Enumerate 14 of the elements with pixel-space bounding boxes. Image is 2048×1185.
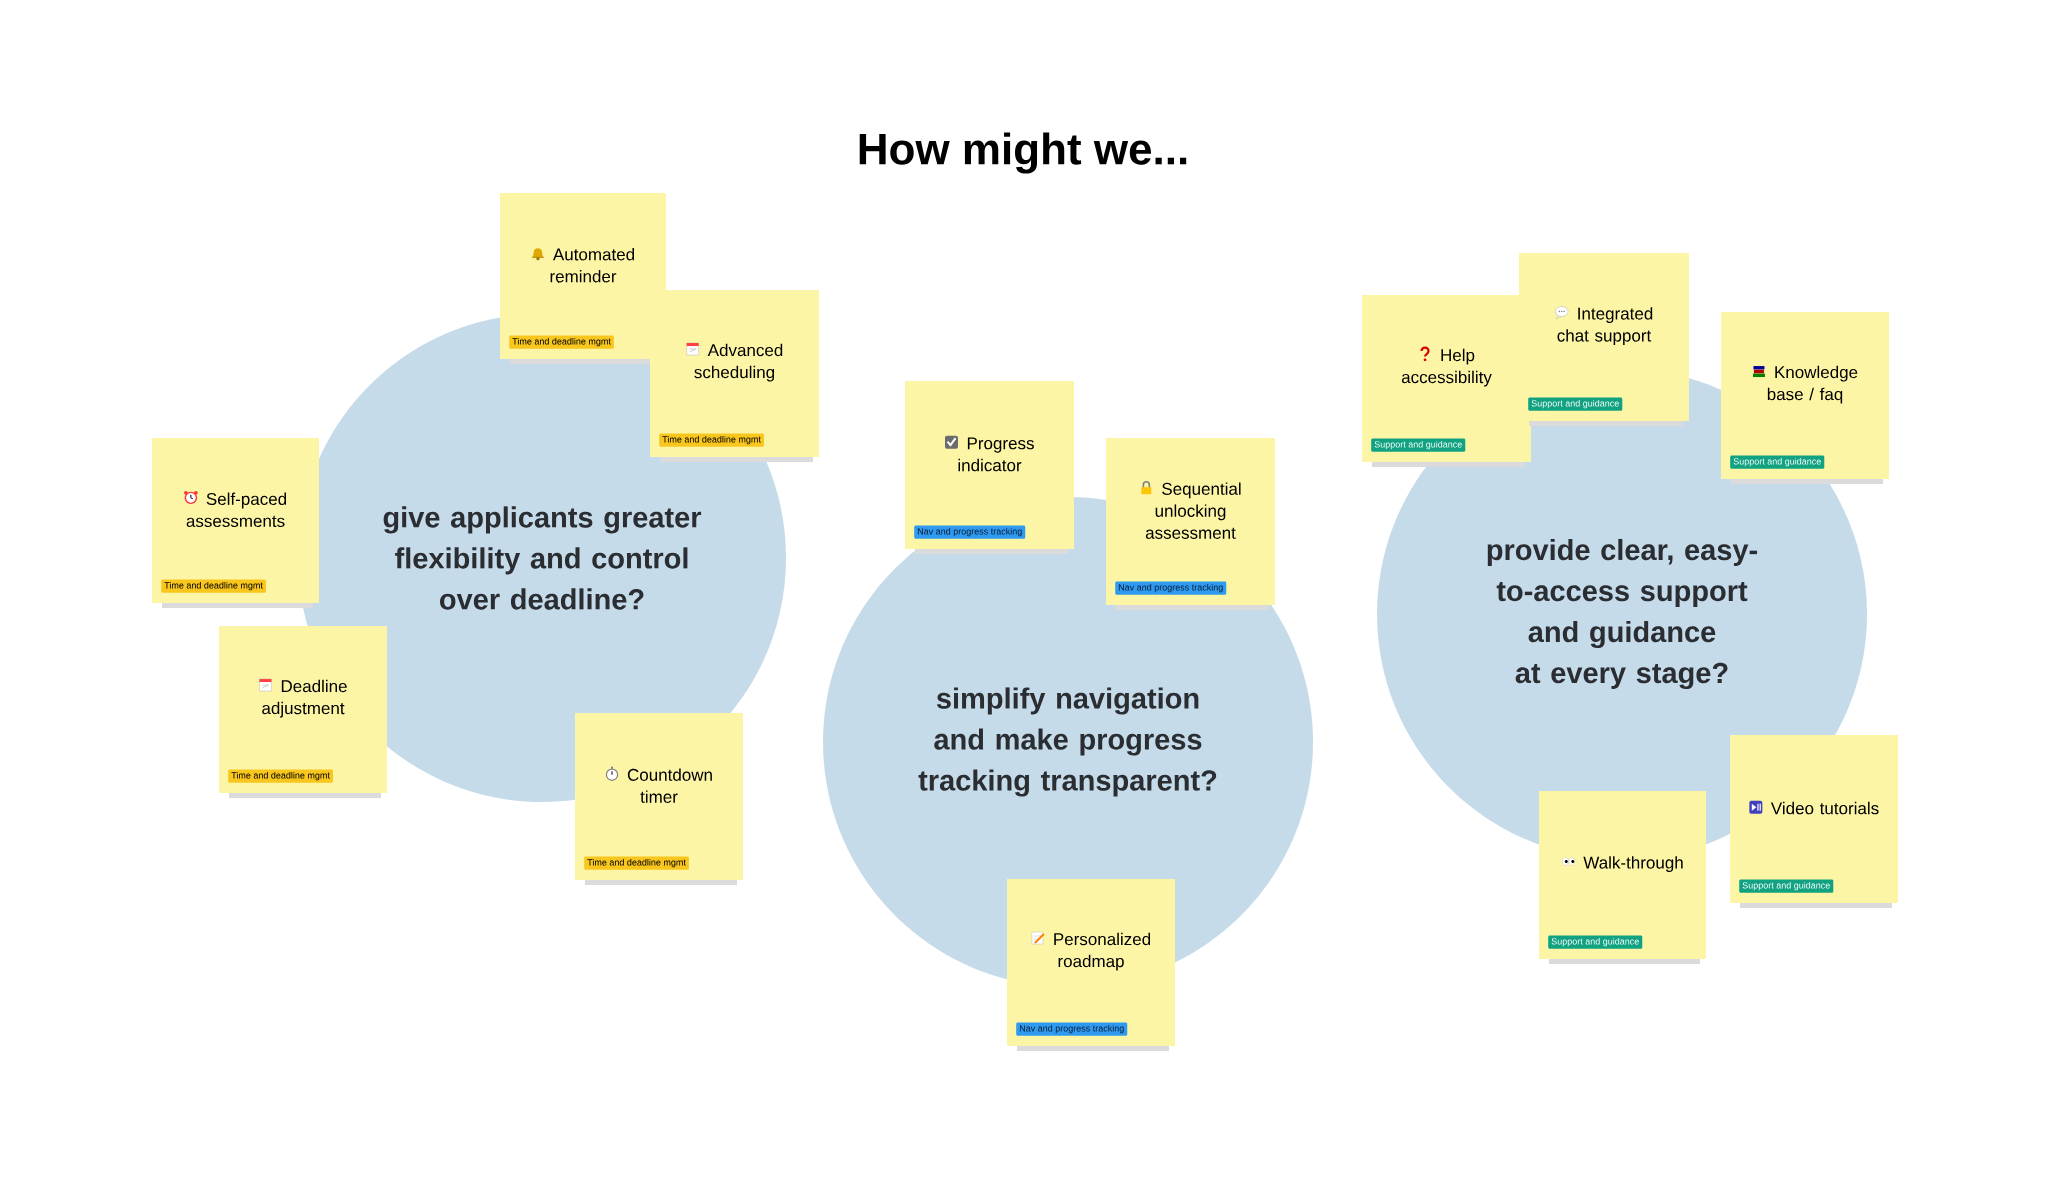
category-tag: Support and guidance <box>1730 455 1825 469</box>
category-tag: Support and guidance <box>1371 438 1466 452</box>
category-tag: Nav and progress tracking <box>1115 581 1227 595</box>
category-tag: Time and deadline mgmt <box>161 579 266 593</box>
category-tag: Time and deadline mgmt <box>509 335 614 349</box>
category-tag: Nav and progress tracking <box>1016 1022 1128 1036</box>
category-tag: Time and deadline mgmt <box>228 769 333 783</box>
category-tag: Support and guidance <box>1548 935 1643 949</box>
category-tag: Support and guidance <box>1739 879 1834 893</box>
heading: How might we... <box>859 132 1187 174</box>
category-tag: Nav and progress tracking <box>914 525 1026 539</box>
category-tag: Support and guidance <box>1528 397 1623 411</box>
category-tag: Time and deadline mgmt <box>584 856 689 870</box>
category-tag: Time and deadline mgmt <box>659 433 764 447</box>
